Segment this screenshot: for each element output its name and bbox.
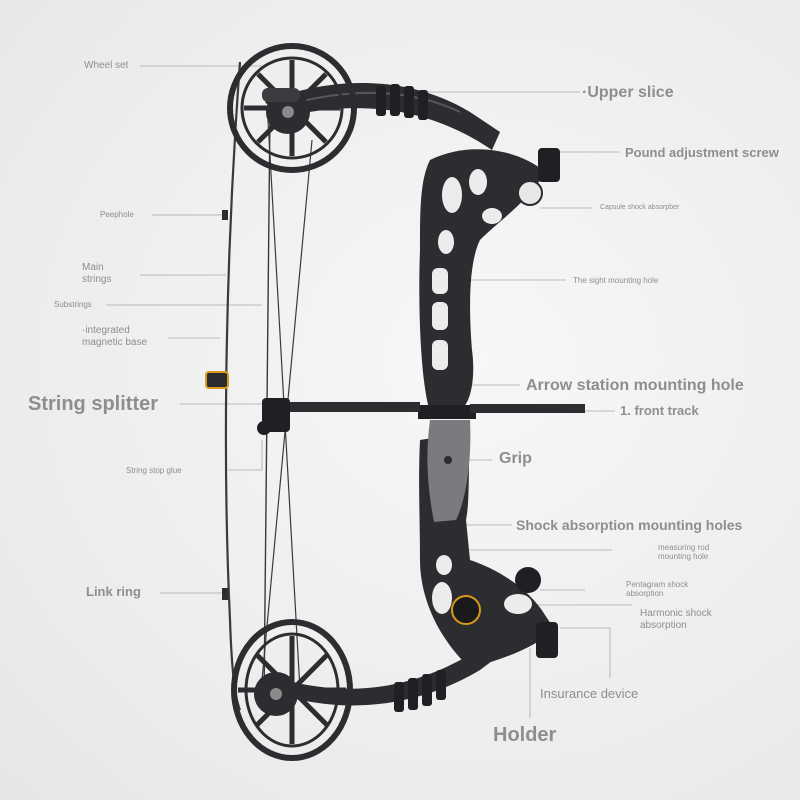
label-string-splitter: String splitter (28, 393, 159, 415)
label-substrings: Substrings (54, 300, 92, 309)
label-sight-mounting-hole: The sight mounting hole (573, 276, 659, 285)
leader-insurance (560, 627, 611, 678)
front-track (257, 398, 585, 435)
bow-strings (224, 61, 313, 711)
upper-dampers (376, 84, 428, 120)
peephole-marker (222, 210, 228, 220)
link-ring-marker (222, 588, 228, 600)
label-shock-absorption-mounting-holes: Shock absorption mounting holes (516, 517, 743, 533)
pentagram-damper (515, 567, 541, 593)
label-pentagram-shock-absorption: Pentagram shock absorption (626, 580, 689, 599)
label-measuring-rod-mounting-hole: measuring rod mounting hole (658, 543, 710, 562)
label-integrated-magnetic-base: ·integrated magnetic base (82, 325, 148, 348)
lower-dampers (394, 670, 446, 712)
label-peephole: Peephole (100, 210, 134, 219)
insurance-block (536, 622, 558, 658)
label-insurance-device: Insurance device (540, 686, 639, 701)
label-harmonic-shock-absorption: Harmonic shock absorption (640, 608, 712, 631)
label-pound-adjustment-screw: Pound adjustment screw (625, 145, 779, 160)
magnetic-base (205, 371, 229, 389)
lower-cam (231, 619, 353, 761)
riser (418, 149, 555, 668)
label-capsule-shock-absorber: Capsule shock absorpber (600, 204, 680, 211)
label-link-ring: Link ring (86, 584, 141, 599)
label-front-track: 1. front track (620, 403, 699, 418)
label-arrow-station-mounting-hole: Arrow station mounting hole (526, 377, 744, 394)
pound-screw-block (538, 148, 560, 182)
label-holder: Holder (493, 724, 557, 746)
label-grip: Grip (499, 450, 532, 467)
label-upper-slice: ·Upper slice (582, 84, 674, 101)
label-wheel-set: Wheel set (84, 60, 129, 71)
upper-cam (227, 43, 357, 173)
label-main-strings: Main strings (82, 262, 112, 285)
label-string-stop-glue: String stop glue (126, 466, 182, 475)
